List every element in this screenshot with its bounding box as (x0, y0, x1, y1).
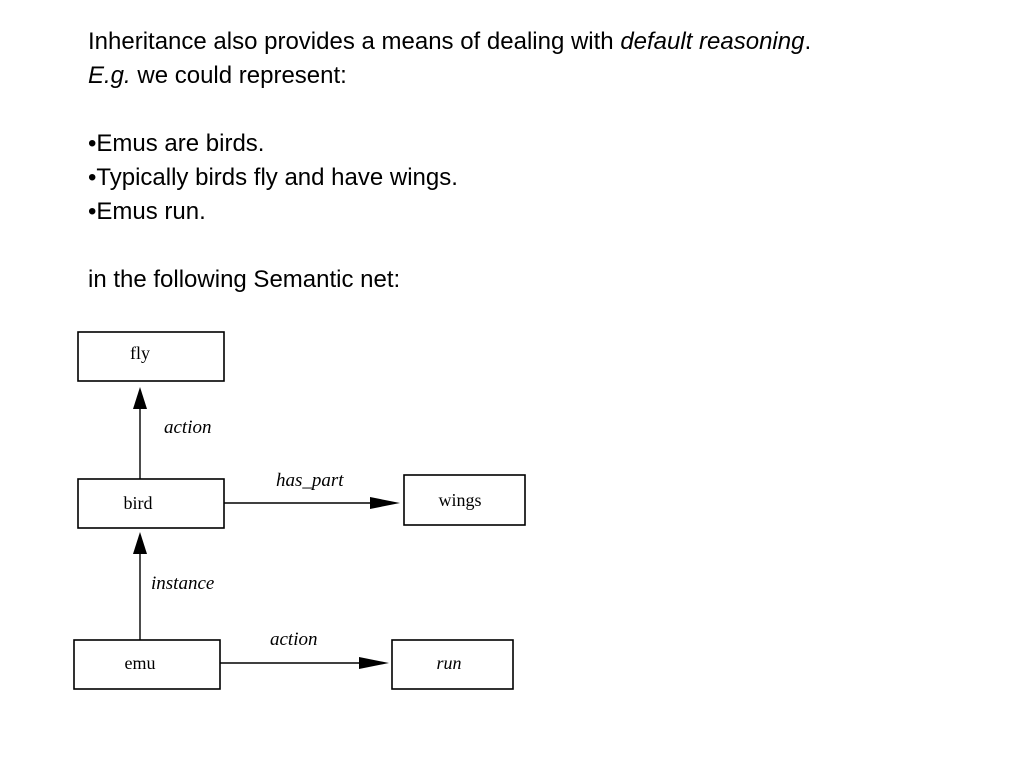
bullet-item: •Emus run. (88, 198, 206, 225)
node-emu: emu (73, 639, 221, 690)
edge-bird-fly: action (133, 387, 212, 479)
intro-line-1-suffix: . (804, 28, 812, 55)
node-bird: bird (77, 478, 225, 529)
edge-emu-bird: instance (133, 532, 214, 640)
node-run-label: run (436, 653, 461, 673)
intro-line-2: E.g. we could represent: (88, 59, 811, 93)
arrowhead-icon (133, 532, 147, 554)
edge-emu-run-label: action (270, 629, 318, 650)
slide-text: Inheritance also provides a means of dea… (88, 25, 811, 297)
node-fly-label: fly (130, 343, 150, 363)
arrowhead-icon (359, 657, 389, 669)
arrowhead-icon (370, 497, 400, 509)
bullet-item: •Emus are birds. (88, 130, 265, 157)
node-fly: fly (77, 331, 225, 382)
eg-term: E.g. (88, 62, 131, 89)
intro-line-1-prefix: Inheritance also provides a means of dea… (88, 28, 621, 55)
node-bird-label: bird (124, 493, 153, 513)
node-wings: wings (403, 474, 526, 526)
node-emu-label: emu (125, 653, 156, 673)
node-wings-label: wings (438, 490, 481, 510)
edge-emu-run: action (220, 629, 389, 669)
edge-bird-fly-label: action (164, 417, 212, 438)
outro-line: in the following Semantic net: (88, 266, 401, 293)
edge-bird-wings: has_part (224, 470, 400, 509)
bullet-item: •Typically birds fly and have wings. (88, 164, 458, 191)
default-reasoning-term: default reasoning (620, 28, 805, 55)
edge-emu-bird-label: instance (151, 573, 214, 594)
edge-bird-wings-label: has_part (276, 470, 344, 491)
intro-line-1: Inheritance also provides a means of dea… (88, 25, 811, 59)
arrowhead-icon (133, 387, 147, 409)
node-run: run (391, 639, 514, 690)
intro-line-2-rest: we could represent: (130, 62, 347, 89)
